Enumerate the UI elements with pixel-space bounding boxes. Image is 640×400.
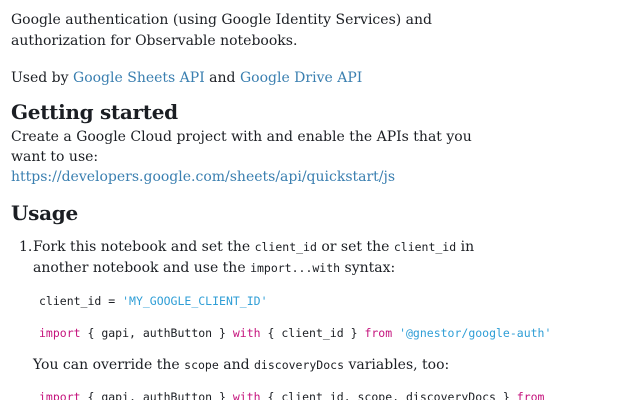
intro-text: Google authentication (using Google Iden… [11,12,432,49]
override-text: You can override the scope and discovery… [33,355,611,375]
code-string: '@gnestor/google-auth' [399,326,552,340]
step-text: Fork this notebook and set the [33,239,255,255]
code-string: 'MY_GOOGLE_CLIENT_ID' [122,294,268,308]
step-number: 1. [19,239,33,255]
code-keyword-from: from [364,326,393,340]
override-part: variables, too: [344,357,450,373]
usage-step-1: 1. Fork this notebook and set the client… [11,237,493,279]
code-text: { gapi, authButton } [80,390,233,400]
quickstart-link[interactable]: https://developers.google.com/sheets/api… [11,169,396,185]
code-block-client-id: client_id = 'MY_GOOGLE_CLIENT_ID' [39,293,611,309]
code-keyword-from: from [516,390,545,400]
google-drive-api-link[interactable]: Google Drive API [239,70,363,86]
code-var: client_id = [39,294,123,308]
inline-code-discovery-docs: discoveryDocs [254,358,345,372]
getting-started-description: Create a Google Cloud project with and e… [11,129,472,165]
step-text: syntax: [340,260,396,276]
used-by-prefix: Used by [11,70,74,86]
inline-code-import-with: import...with [250,261,341,275]
google-sheets-api-link[interactable]: Google Sheets API [73,70,205,86]
code-block-import-override: import { gapi, authButton } with { clien… [39,389,611,400]
notebook-content: Google authentication (using Google Iden… [11,10,611,400]
code-block-import: import { gapi, authButton } with { clien… [39,325,611,341]
code-text: { gapi, authButton } [80,326,233,340]
step-text: in another notebook and use the [33,239,475,276]
getting-started-text: Create a Google Cloud project with and e… [11,127,491,187]
override-part: and [218,357,254,373]
getting-started-heading: Getting started [11,100,178,124]
used-by-and: and [204,70,240,86]
code-keyword-with: with [232,326,261,340]
used-by-line: Used by Google Sheets API and Google Dri… [11,68,611,89]
inline-code-scope: scope [184,358,219,372]
code-text: { client_id } [260,326,365,340]
code-keyword-import: import [39,390,81,400]
code-keyword-import: import [39,326,81,340]
override-part: You can override the [33,357,185,373]
usage-heading: Usage [11,201,78,225]
code-text: { client_id, scope, discoveryDocs } [260,390,517,400]
usage-steps-list: 1. Fork this notebook and set the client… [11,237,611,279]
inline-code-client-id: client_id [254,240,317,254]
code-keyword-with: with [232,390,261,400]
inline-code-client-id: client_id [393,240,457,254]
step-text: or set the [316,239,394,255]
